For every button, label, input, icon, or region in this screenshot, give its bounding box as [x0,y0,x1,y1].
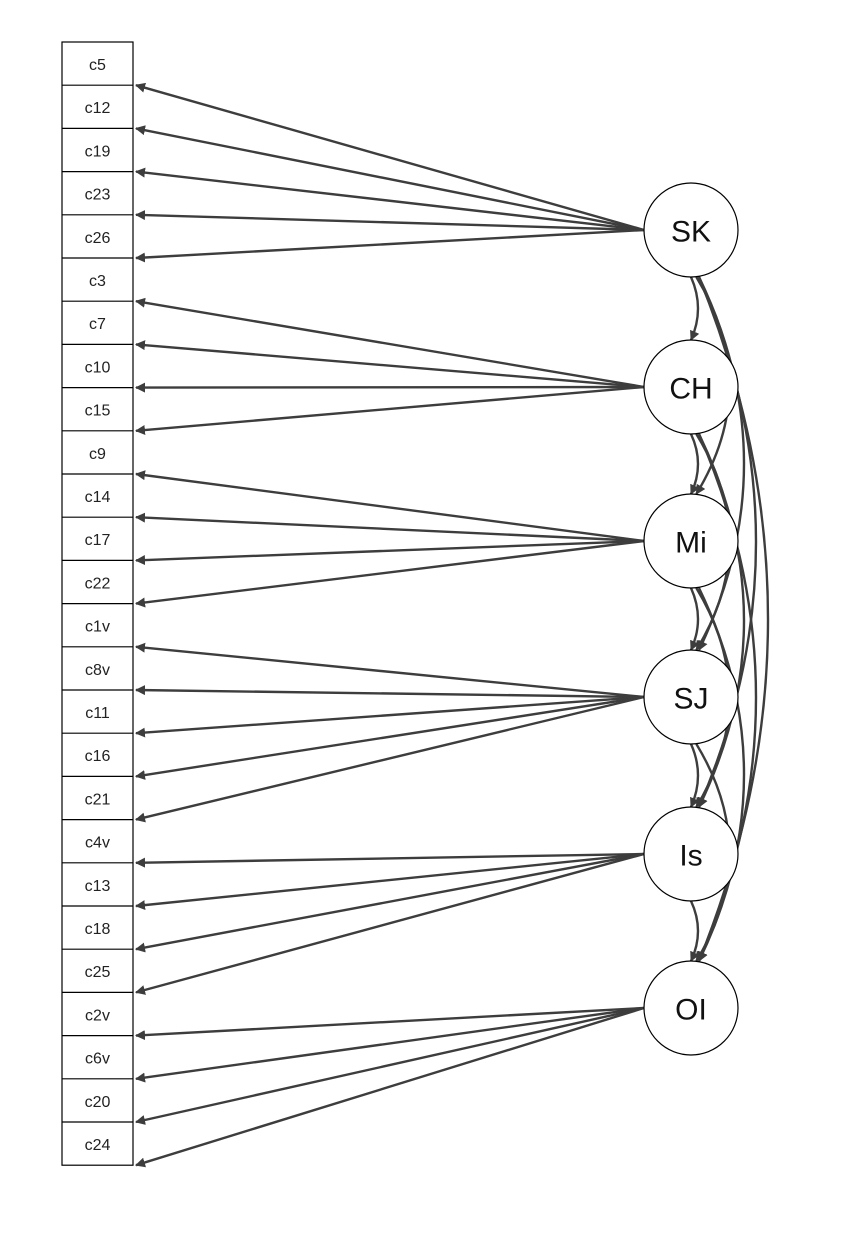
loading-arrow-SJ-c8v [135,685,645,699]
loading-arrow-SJ-c21 [135,695,645,823]
indicator-c7: c7 [89,316,106,333]
loading-arrow-SK-c23 [135,210,645,232]
factor-label-SJ: SJ [673,683,708,716]
correlation-arc-Mi-SJ [682,577,700,651]
indicator-c26: c26 [85,230,111,247]
loading-arrow-Is-c18 [135,852,645,953]
indicator-c16: c16 [85,748,111,765]
loading-arrow-Is-c13 [135,852,645,911]
indicator-c11: c11 [85,705,110,722]
factor-label-CH: CH [669,373,712,406]
indicator-c9: c9 [89,446,106,463]
edges-layer [135,82,770,1168]
loading-arrow-CH-c7 [135,340,645,389]
loading-arrow-Is-c25 [135,852,645,995]
loading-arrow-CH-c15 [135,385,645,436]
indicator-c18: c18 [85,921,111,938]
loading-arrow-Mi-c22 [135,539,645,608]
indicator-c10: c10 [85,359,111,376]
factor-label-OI: OI [675,994,707,1027]
loading-arrow-Mi-c9 [135,470,645,543]
factor-node-SK [643,182,739,278]
indicator-c1v: c1v [85,619,110,636]
factor-node-CH [643,339,739,435]
indicator-c12: c12 [85,100,111,117]
indicator-c13: c13 [85,878,111,895]
loading-arrow-OI-c20 [135,1006,645,1125]
indicator-c8v: c8v [85,662,110,679]
loading-arrow-CH-c3 [135,297,645,389]
indicator-c14: c14 [85,489,111,506]
loading-arrow-Mi-c17 [135,539,645,566]
loading-arrow-SJ-c1v [135,642,645,699]
indicator-c17: c17 [85,532,111,549]
loading-arrow-SJ-c16 [135,695,645,780]
factor-node-SJ [643,649,739,745]
loading-arrow-SJ-c11 [135,695,645,738]
factor-label-Is: Is [679,840,702,873]
loading-arrow-CH-c10 [135,382,645,393]
indicator-c2v: c2v [85,1007,110,1024]
loading-arrow-SK-c12 [135,125,645,232]
indicator-c20: c20 [85,1094,111,1111]
factor-node-OI [643,960,739,1056]
loading-arrow-SK-c5 [135,82,645,232]
loading-arrow-OI-c2v [135,1006,645,1041]
correlation-arc-Is-OI [682,890,700,962]
indicator-c22: c22 [85,575,111,592]
loading-arrow-OI-c24 [135,1006,645,1168]
loading-arrow-Is-c4v [135,852,645,868]
indicator-c5: c5 [89,57,106,74]
indicator-c19: c19 [85,143,111,160]
correlation-arc-SJ-Is [682,733,700,808]
factor-node-Mi [643,493,739,589]
loading-arrow-SK-c26 [135,228,645,263]
loading-arrow-SK-c19 [135,167,645,232]
indicator-column: c5 c12 c19 c23 c26 c3 c7 c10 c15 c9 c14 c17 c22 c1v c8… [61,41,134,1166]
indicator-c15: c15 [85,403,111,420]
correlation-arc-SK-CH [682,266,700,341]
correlation-arc-CH-Mi [682,423,700,495]
indicator-c25: c25 [85,964,111,981]
factor-label-SK: SK [671,216,711,249]
indicator-c24: c24 [85,1137,111,1154]
loading-arrow-OI-c6v [135,1006,645,1083]
indicator-c21: c21 [85,791,111,808]
loading-arrow-Mi-c14 [135,512,645,543]
factor-label-Mi: Mi [675,527,707,560]
factor-node-Is [643,806,739,902]
indicator-c3: c3 [89,273,106,290]
indicator-c4v: c4v [85,835,110,852]
indicator-c6v: c6v [85,1051,110,1068]
indicator-c23: c23 [85,187,111,204]
